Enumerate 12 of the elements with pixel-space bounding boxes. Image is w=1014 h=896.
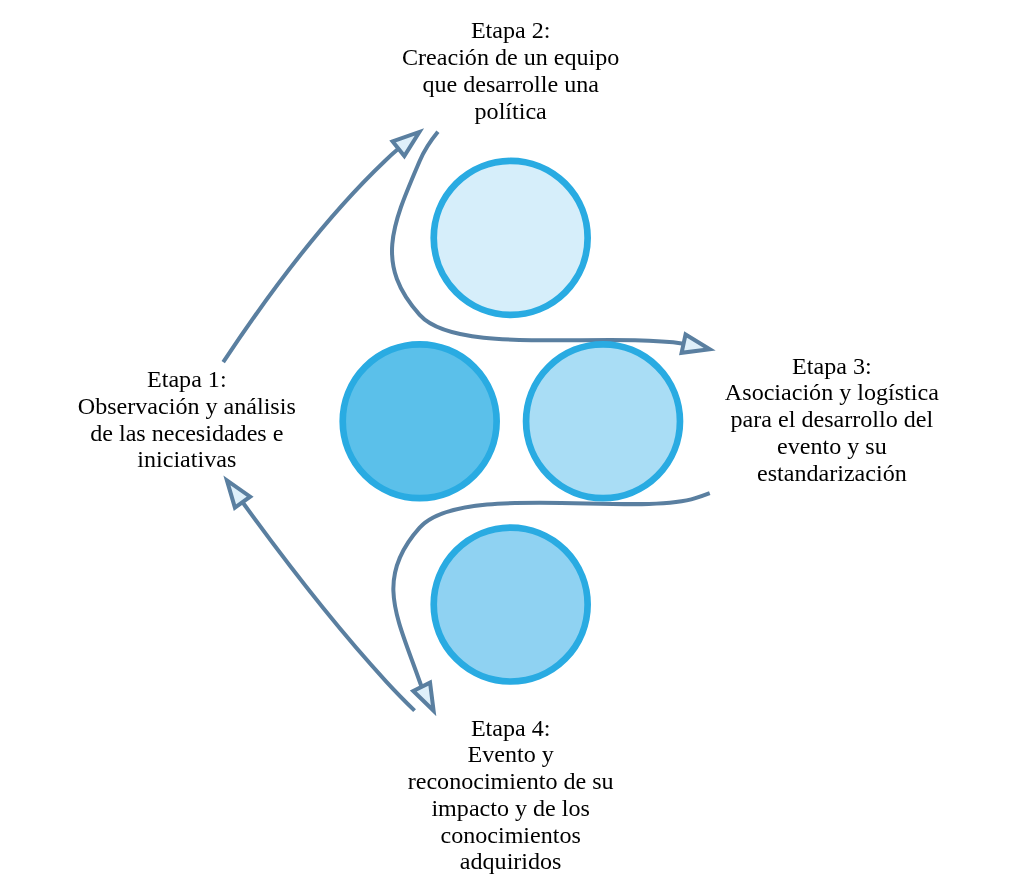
node-text: Etapa 1: Observación y análisis de las necesidades e iniciativas — [77, 365, 296, 473]
node-text: Etapa 3: Asociación y logística para el desarrollo del evento y su estandarización — [724, 352, 939, 486]
node-circle — [430, 524, 591, 685]
arrow — [223, 475, 416, 713]
node-text: Etapa 2: Creación de un equipo que desarrolle una política — [402, 17, 620, 124]
node-text: Etapa 4: Evento y reconocimiento de su impacto y de los conocimientos adquiridos — [407, 714, 614, 875]
node-circle — [339, 340, 500, 502]
node-circle — [430, 157, 591, 319]
arrow — [391, 491, 711, 717]
node-circle — [522, 340, 684, 502]
arrow — [390, 130, 716, 356]
arrow — [221, 128, 425, 364]
